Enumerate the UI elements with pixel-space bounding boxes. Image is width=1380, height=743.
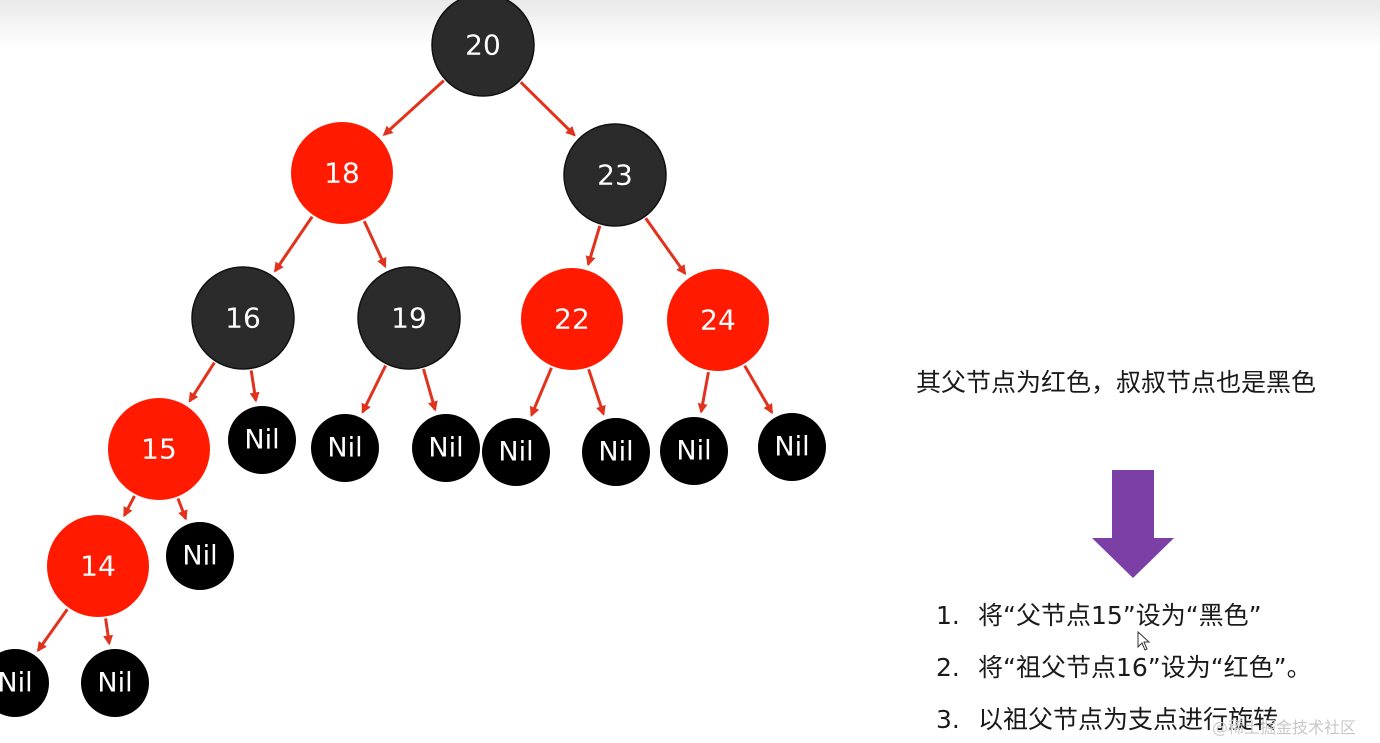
node-circle xyxy=(81,649,149,717)
edge-n20-to-n18 xyxy=(382,79,445,137)
node-circle xyxy=(758,413,826,481)
node-circle xyxy=(166,522,234,590)
edge-n19-to-nil-19-r xyxy=(422,368,438,412)
edge-n16-to-nil-16-r xyxy=(249,370,260,403)
edge-n18-to-n16 xyxy=(273,215,314,273)
tree-node-nil-22-r: Nil xyxy=(582,418,650,486)
watermark: @稀土掘金技术社区 xyxy=(1212,718,1357,737)
node-label: 16 xyxy=(225,302,261,335)
step-1-text: 将“父节点15”设为“黑色” xyxy=(978,601,1262,630)
node-circle xyxy=(311,414,379,482)
edge-n20-to-n23 xyxy=(519,81,576,137)
tree-node-n14: 14 xyxy=(47,515,149,617)
edge-n15-to-nil-15-r xyxy=(176,497,188,521)
node-label: Nil xyxy=(0,668,33,699)
tree-node-nil-22-l: Nil xyxy=(482,418,550,486)
tree-node-nil-19-l: Nil xyxy=(311,414,379,482)
node-circle xyxy=(412,414,480,482)
edge-n23-to-n24 xyxy=(644,217,687,276)
tree-node-n23: 23 xyxy=(563,123,667,227)
edge-n22-to-nil-22-l xyxy=(530,367,553,417)
tree-node-nil-15-r: Nil xyxy=(166,522,234,590)
node-circle xyxy=(108,398,210,500)
node-label: 24 xyxy=(700,304,736,337)
edge-n22-to-nil-22-r xyxy=(587,368,606,416)
node-circle xyxy=(0,649,49,717)
node-label: Nil xyxy=(244,425,279,456)
node-circle xyxy=(660,417,728,485)
edge-n24-to-nil-24-l xyxy=(697,371,710,414)
tree-node-nil-19-r: Nil xyxy=(412,414,480,482)
node-label: 18 xyxy=(324,157,360,190)
step-1: 1. 将“父节点15”设为“黑色” xyxy=(936,596,1262,632)
step-2-text: 将“祖父节点16”设为“红色”。 xyxy=(978,653,1312,682)
step-1-number: 1. xyxy=(936,601,960,630)
edge-n15-to-n14 xyxy=(123,495,136,518)
edge-n18-to-n19 xyxy=(362,220,387,269)
edge-n24-to-nil-24-r xyxy=(743,365,774,415)
top-band xyxy=(0,0,1380,48)
tree-node-n18: 18 xyxy=(291,122,393,224)
node-circle xyxy=(582,418,650,486)
node-circle xyxy=(357,266,461,370)
tree-node-n22: 22 xyxy=(521,268,623,370)
node-label: 22 xyxy=(554,303,590,336)
step-3: 3. 以祖父节点为支点进行旋转 xyxy=(936,700,1278,736)
node-label: 20 xyxy=(465,29,501,62)
node-label: 15 xyxy=(141,433,177,466)
step-3-text: 以祖父节点为支点进行旋转 xyxy=(978,705,1279,734)
node-label: Nil xyxy=(774,432,809,463)
node-label: 23 xyxy=(597,159,633,192)
edge-n23-to-n22 xyxy=(585,225,602,267)
node-circle xyxy=(291,122,393,224)
node-label: Nil xyxy=(498,437,533,468)
tree-node-nil-24-l: Nil xyxy=(660,417,728,485)
node-label: Nil xyxy=(182,541,217,572)
node-label: 14 xyxy=(80,550,116,583)
step-2: 2. 将“祖父节点16”设为“红色”。 xyxy=(936,648,1312,684)
node-label: Nil xyxy=(598,437,633,468)
mouse-cursor-icon xyxy=(1137,631,1151,651)
tree-node-n19: 19 xyxy=(357,266,461,370)
down-arrow-icon xyxy=(1092,470,1174,578)
node-circle xyxy=(667,269,769,371)
node-circle xyxy=(482,418,550,486)
tree-node-nil-24-r: Nil xyxy=(758,413,826,481)
tree-node-n24: 24 xyxy=(667,269,769,371)
node-label: Nil xyxy=(428,433,463,464)
tree-node-n16: 16 xyxy=(191,266,295,370)
node-circle xyxy=(431,0,535,97)
tree-node-nil-14-r: Nil xyxy=(81,649,149,717)
edge-n14-to-nil-14-l xyxy=(36,608,69,653)
node-circle xyxy=(563,123,667,227)
node-label: Nil xyxy=(327,433,362,464)
tree-node-nil-14-l: Nil xyxy=(0,649,49,717)
tree-node-nil-16-r: Nil xyxy=(228,406,296,474)
node-circle xyxy=(191,266,295,370)
case-description: 其父节点为红色，叔叔节点也是黑色 xyxy=(916,368,1317,397)
node-circle xyxy=(521,268,623,370)
node-label: 19 xyxy=(391,302,427,335)
tree-node-n20: 20 xyxy=(431,0,535,97)
step-2-number: 2. xyxy=(936,653,960,682)
node-circle xyxy=(228,406,296,474)
step-3-number: 3. xyxy=(936,705,960,734)
tree-node-n15: 15 xyxy=(108,398,210,500)
edge-n14-to-nil-14-r xyxy=(103,618,114,646)
edge-n16-to-n15 xyxy=(188,361,216,403)
node-circle xyxy=(47,515,149,617)
node-label: Nil xyxy=(676,436,711,467)
edge-n19-to-nil-19-l xyxy=(361,364,387,414)
node-label: Nil xyxy=(97,668,132,699)
